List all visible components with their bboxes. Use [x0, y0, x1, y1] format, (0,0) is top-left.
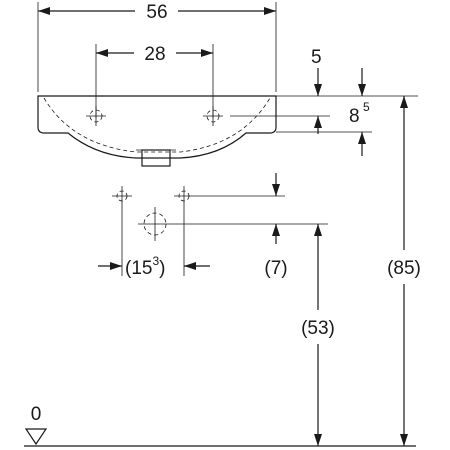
width-label: 56: [146, 2, 167, 23]
supply-pipe-right: [174, 186, 285, 206]
top-offset-arrow-upper: [314, 84, 322, 96]
total-height-label: (85): [387, 258, 421, 279]
total-height-arrow-upper: [400, 96, 408, 108]
pipe-spacing-arrow-right: [184, 262, 196, 270]
total-height-dimension: (85): [378, 96, 430, 446]
width-arrow-left: [38, 7, 50, 15]
tap-hole-right: [203, 106, 223, 126]
rim-height-superscript: 5: [363, 100, 370, 114]
drain-height-dimension: (53): [290, 224, 346, 446]
floor-level-marker: [24, 428, 48, 446]
drain-height-arrow-upper: [314, 224, 322, 236]
rim-arrow-lower: [358, 132, 366, 144]
rim-height-dimension: 8 5: [276, 68, 372, 156]
hole-spacing-label: 28: [144, 44, 165, 65]
pipe-offset-arrow-lower: [272, 224, 280, 236]
rim-height-label: 8: [349, 106, 360, 127]
pipe-spacing-arrow-left: [110, 262, 122, 270]
floor-level-label: 0: [31, 404, 42, 425]
pipe-offset-dimension: (7): [264, 173, 288, 279]
top-offset-label: 5: [311, 47, 322, 68]
width-arrow-right: [264, 7, 276, 15]
drain-height-arrow-lower: [314, 434, 322, 446]
basin-outline: [37, 95, 277, 159]
floor-level: 0: [24, 404, 416, 447]
tap-hole-left: [86, 106, 106, 126]
hole-spacing-dimension: 28: [95, 44, 214, 118]
pipe-spacing-dimension: (153): [98, 206, 210, 279]
top-offset-dimension: 5: [230, 47, 418, 134]
waste-pipe: [138, 207, 328, 241]
total-height-arrow-lower: [400, 434, 408, 446]
washbasin-body: [37, 95, 277, 167]
rim-arrow-upper: [358, 84, 366, 96]
supply-pipe-left: [112, 186, 132, 206]
bowl-hidden-line: [43, 97, 271, 153]
pipe-offset-arrow-upper: [272, 184, 280, 196]
pipe-offset-label: (7): [264, 258, 287, 279]
width-dimension: 56: [37, 2, 277, 92]
drain-height-label: (53): [301, 318, 335, 339]
top-offset-arrow-lower: [314, 116, 322, 128]
pipe-spacing-label: (153): [125, 254, 165, 279]
hole-arrow-right: [201, 49, 213, 57]
hole-arrow-left: [96, 49, 108, 57]
